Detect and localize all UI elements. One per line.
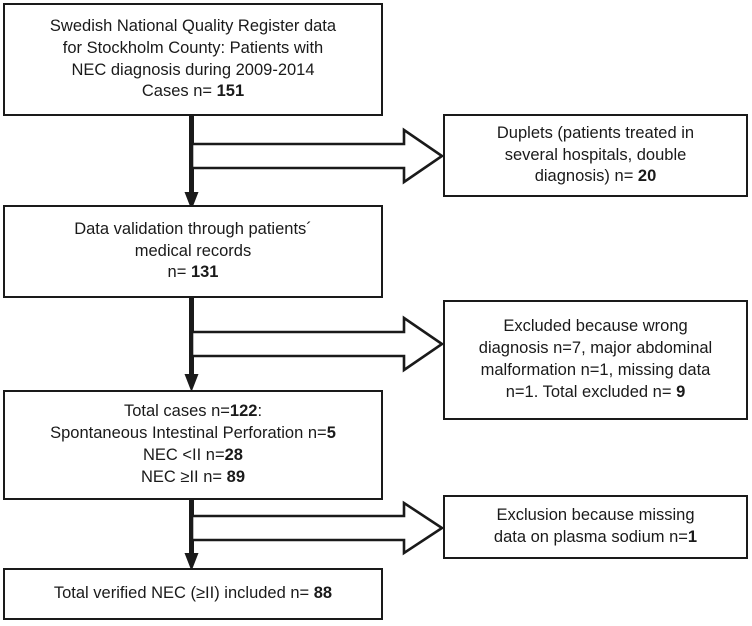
node-duplets: Duplets (patients treated in several hos… [443,114,748,197]
connector-validation-to-total [184,296,202,396]
node-line: diagnosis n=7, major abdominal [478,339,713,358]
node-line-count: n= 131 [168,262,219,284]
node-count-value: 122 [229,402,258,421]
node-line-tail: : [257,402,263,421]
node-total-cases: Total cases n=122: Spontaneous Intestina… [3,390,383,500]
node-line-count: NEC ≥II n= 89 [141,467,245,489]
node-line-count: Cases n= 151 [142,81,244,103]
node-line-label: diagnosis) n= [534,167,638,186]
node-excluded-missing-sodium: Exclusion because missing data on plasma… [443,495,748,559]
node-line: several hospitals, double [504,145,687,164]
node-line-label: NEC ≥II n= [141,467,227,486]
node-count-value: 9 [676,382,686,401]
node-line-label: Cases n= [141,82,217,101]
node-line: Swedish National Quality Register data [49,16,337,35]
node-line-label: n= [167,263,191,282]
node-line-count: diagnosis) n= 20 [535,166,657,188]
node-line: Data validation through patients´ [74,219,312,238]
node-line-label: Spontaneous Intestinal Perforation n= [50,424,327,443]
node-count-value: 88 [313,584,333,603]
node-line: for Stockholm County: Patients with [62,38,324,57]
node-line: Exclusion because missing [496,506,695,525]
node-data-validation: Data validation through patients´ medica… [3,205,383,298]
node-count-value: 28 [224,446,243,464]
node-line: NEC diagnosis during 2009-2014 [71,60,315,79]
node-excluded-wrong-diagnosis: Excluded because wrong diagnosis n=7, ma… [443,300,748,420]
node-line-label: Total cases n= [123,402,230,421]
node-line-count: Total verified NEC (≥II) included n= 88 [54,583,332,605]
node-count-value: 89 [226,467,245,486]
connector-total-to-final [184,498,202,576]
node-final-included: Total verified NEC (≥II) included n= 88 [3,568,383,620]
node-line: Duplets (patients treated in [496,123,695,142]
node-line: medical records [134,241,252,260]
node-line-label: n=1. Total excluded n= [505,382,677,401]
node-count-value: 131 [190,263,219,282]
node-source-data: Swedish National Quality Register data f… [3,3,383,116]
node-line: malformation n=1, missing data [480,361,711,379]
node-line-label: data on plasma sodium n= [493,528,688,546]
connector-source-to-validation [184,112,202,212]
node-line: Excluded because wrong [503,317,688,336]
node-line-label: NEC <II n= [143,446,225,464]
node-count-value: 20 [637,167,657,186]
node-line-count: Total cases n=122: [124,401,262,423]
node-line-count: Spontaneous Intestinal Perforation n=5 [50,423,336,445]
node-line-count: data on plasma sodium n=1 [494,527,697,549]
node-line-label: Total verified NEC (≥II) included n= [53,584,314,603]
connector-exclusion-wrong-diagnosis [190,315,446,373]
connector-exclusion-duplets [190,127,446,185]
node-line-count: n=1. Total excluded n= 9 [506,382,686,404]
node-count-value: 5 [326,424,336,443]
node-count-value: 1 [687,528,698,546]
node-count-value: 151 [216,82,245,101]
node-line-count: NEC <II n=28 [143,445,243,467]
connector-exclusion-missing-sodium [190,500,446,556]
